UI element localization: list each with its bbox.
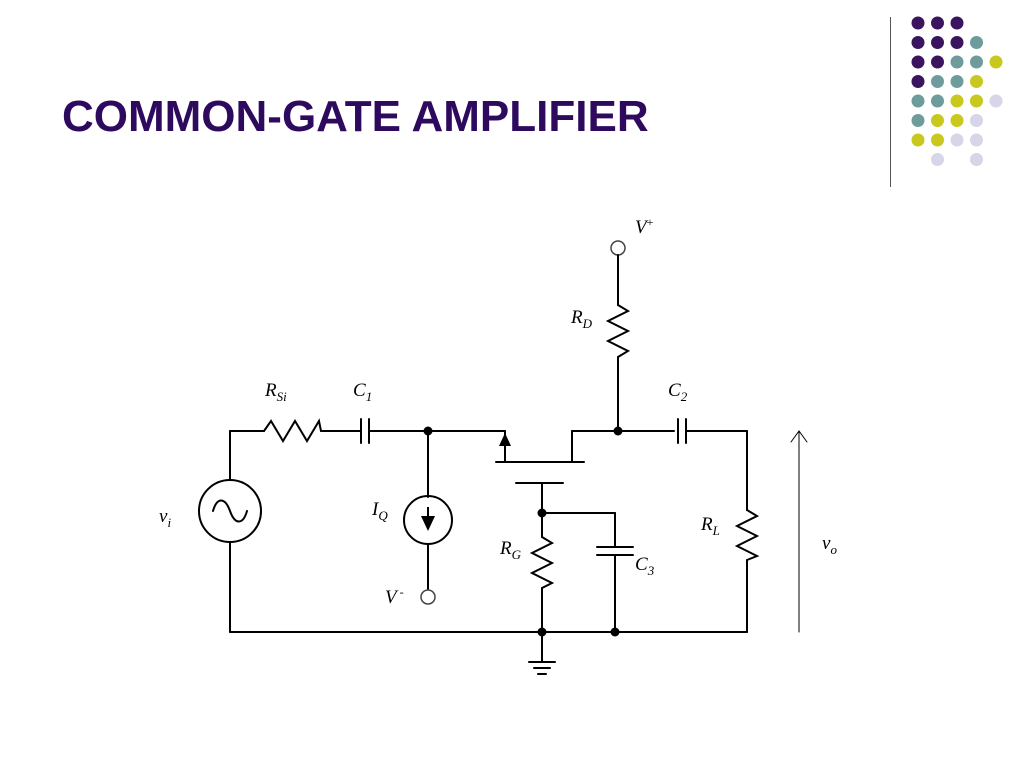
- decorative-dot: [970, 153, 983, 166]
- junction-dot: [537, 508, 547, 518]
- ac-sine-symbol: [212, 499, 248, 523]
- rsi-resistor: [263, 418, 322, 443]
- rd-resistor: [605, 304, 631, 358]
- label-rd: RD: [570, 307, 593, 331]
- decorative-dot: [970, 94, 983, 108]
- label-vplus: V+: [635, 215, 654, 238]
- decorative-dot-grid: [911, 16, 1003, 166]
- iq-arrowhead: [421, 516, 435, 531]
- decorative-dot: [950, 16, 964, 30]
- decorative-dot: [911, 114, 925, 127]
- label-c3: C3: [635, 554, 655, 578]
- decorative-dot: [950, 36, 964, 49]
- decorative-dot: [950, 94, 964, 108]
- decorative-dot: [931, 153, 944, 166]
- decorative-dot: [911, 55, 925, 69]
- decorative-dot: [950, 133, 964, 147]
- decorative-dot: [931, 114, 944, 127]
- slide-title: COMMON-GATE AMPLIFIER: [62, 92, 649, 141]
- label-c1: C1: [353, 380, 372, 404]
- decorative-dot: [911, 133, 925, 147]
- rl-resistor: [734, 509, 760, 561]
- title-divider: [890, 17, 891, 187]
- decorative-dot: [950, 75, 964, 88]
- decorative-dot: [911, 36, 925, 49]
- junction-dot: [537, 627, 547, 637]
- decorative-dot: [931, 94, 944, 108]
- decorative-dot: [989, 55, 1003, 69]
- decorative-dot: [911, 94, 925, 108]
- decorative-dot: [989, 94, 1003, 108]
- decorative-dot: [970, 133, 983, 147]
- label-rl: RL: [700, 514, 720, 538]
- decorative-dot: [970, 36, 983, 49]
- decorative-dot: [970, 55, 983, 69]
- decorative-dot: [970, 114, 983, 127]
- vminus-terminal: [420, 589, 436, 605]
- label-iq: IQ: [371, 499, 388, 523]
- junction-dot: [610, 627, 620, 637]
- junction-dot: [613, 426, 623, 436]
- decorative-dot: [950, 55, 964, 69]
- decorative-dot: [931, 36, 944, 49]
- label-rsi: RSi: [264, 380, 287, 404]
- decorative-dot: [931, 16, 944, 30]
- label-c2: C2: [668, 380, 688, 404]
- vplus-terminal: [610, 240, 626, 256]
- decorative-dot: [931, 133, 944, 147]
- rg-resistor: [529, 536, 555, 589]
- decorative-dot: [931, 55, 944, 69]
- decorative-dot: [911, 75, 925, 88]
- junction-dot: [423, 426, 433, 436]
- vo-arrowhead: [790, 430, 808, 443]
- label-vminus: V-: [385, 585, 404, 608]
- decorative-dot: [970, 75, 983, 88]
- mosfet-source-arrow: [499, 433, 511, 446]
- decorative-dot: [950, 114, 964, 127]
- label-vi: vi: [159, 506, 171, 530]
- label-vo: vo: [822, 533, 837, 557]
- decorative-dot: [911, 16, 925, 30]
- label-rg: RG: [499, 538, 522, 562]
- decorative-dot: [931, 75, 944, 88]
